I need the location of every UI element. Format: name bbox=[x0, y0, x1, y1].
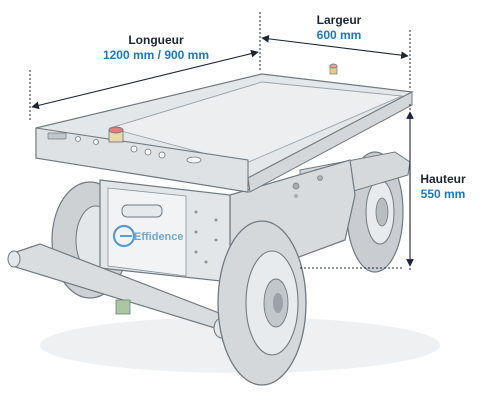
front-handle bbox=[121, 204, 163, 218]
hauteur-value: 550 mm bbox=[420, 187, 466, 201]
front-right-wheel bbox=[217, 220, 307, 386]
largeur-arrow bbox=[261, 35, 409, 59]
longueur-value: 1200 mm / 900 mm bbox=[102, 48, 210, 62]
largeur-dimension-label: Largeur 600 mm bbox=[306, 13, 372, 43]
emergency-stop-icon bbox=[108, 126, 124, 143]
dimension-guides bbox=[29, 12, 411, 270]
beacon-light-icon bbox=[329, 63, 338, 75]
hauteur-dimension-label: Hauteur 550 mm bbox=[414, 172, 472, 202]
longueur-dimension-label: Longueur 1200 mm / 900 mm bbox=[88, 33, 224, 63]
hauteur-label: Hauteur bbox=[420, 172, 466, 186]
longueur-arrow bbox=[31, 49, 259, 110]
largeur-value: 600 mm bbox=[316, 28, 362, 42]
largeur-label: Largeur bbox=[316, 13, 362, 27]
effidence-logo: Effidence bbox=[112, 224, 184, 248]
longueur-label: Longueur bbox=[128, 33, 184, 47]
logo-text: Effidence bbox=[134, 231, 184, 243]
control-panel bbox=[47, 132, 202, 164]
